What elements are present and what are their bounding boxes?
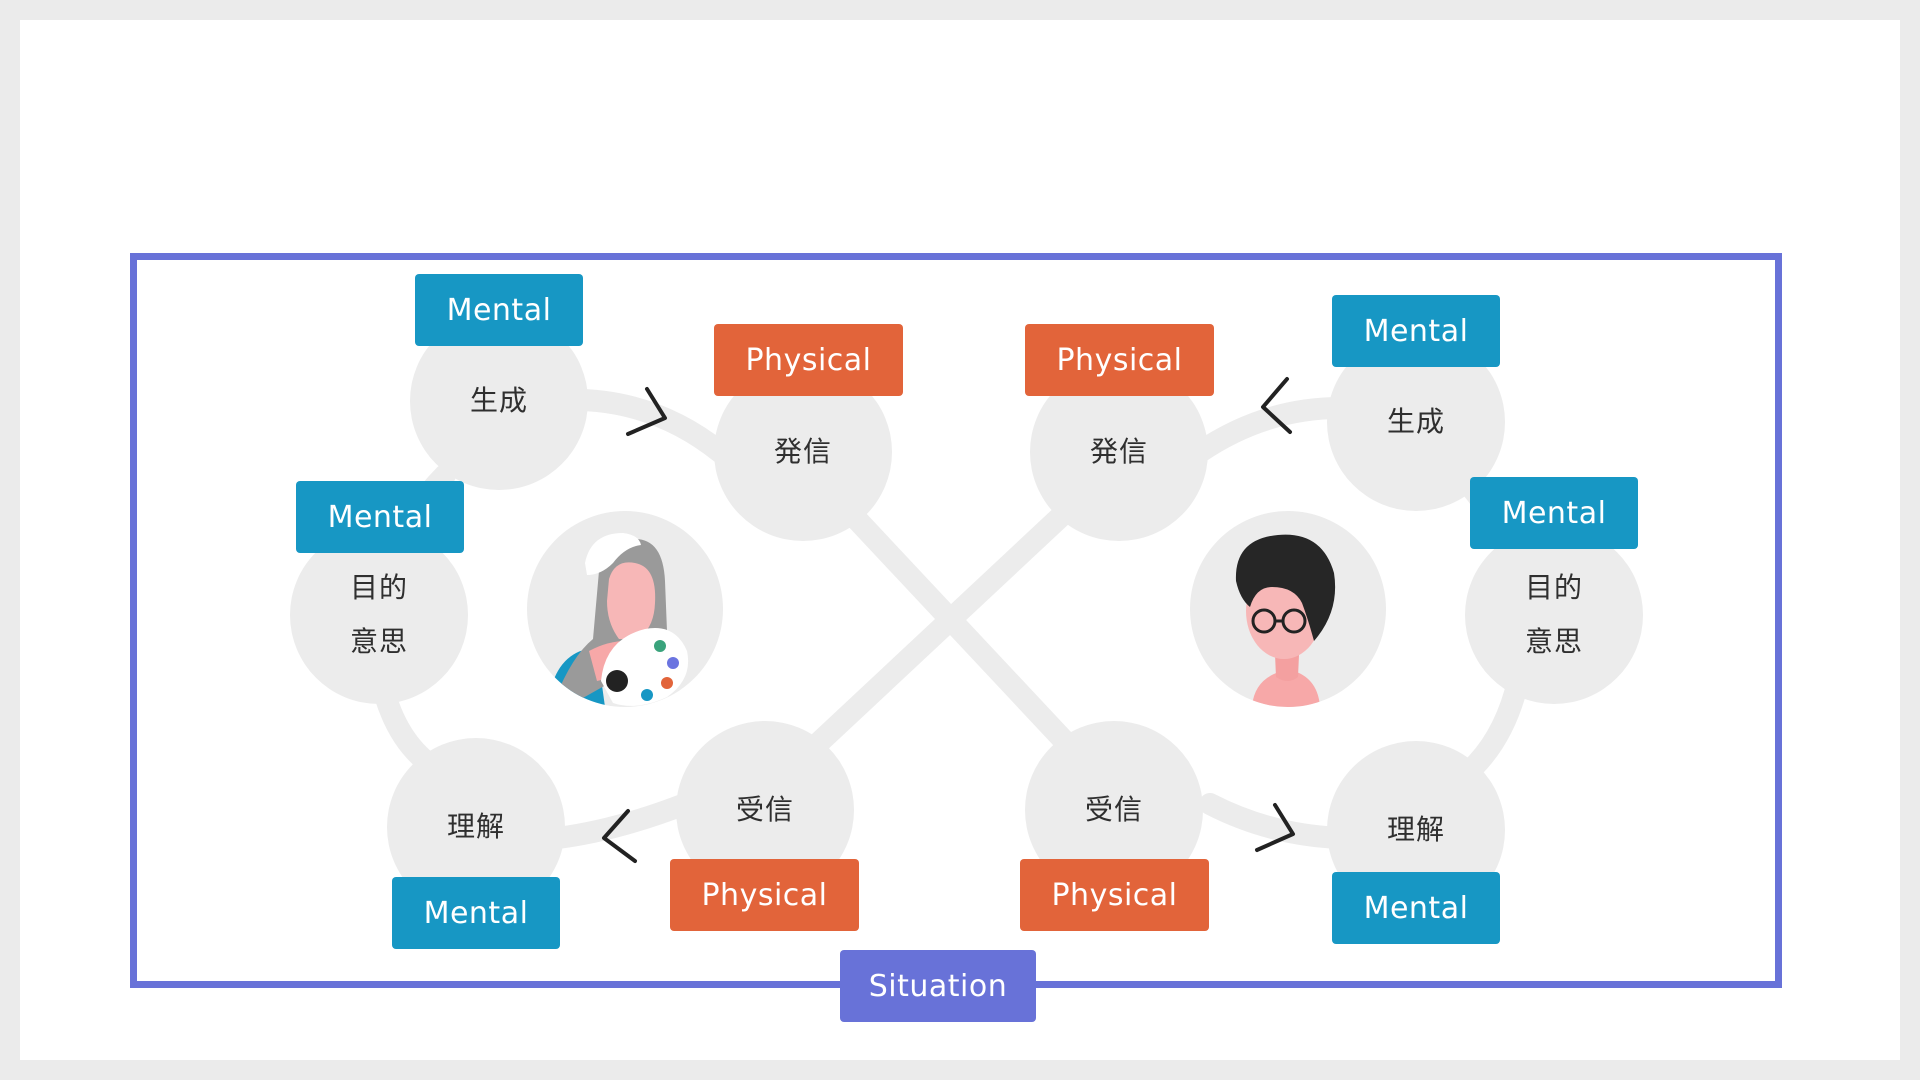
chevron-arrow-icon [1261,377,1292,434]
right-generate-mental-tag: Mental [1332,295,1500,367]
left-intent-label-line2: 意思 [349,625,408,658]
left-understand-label: 理解 [446,810,505,843]
chevron-arrow-icon [1255,803,1295,852]
right-receive-label: 受信 [1084,793,1143,826]
left-intent-mental-tag: Mental [296,481,464,553]
left-intent-label-line1: 目的 [349,571,408,604]
male-glasses-avatar-icon [1190,511,1386,707]
right-send-label: 発信 [1089,435,1148,468]
left-receive-physical-tag: Physical [670,859,859,931]
connector-right-receive-to-understand [1199,793,1351,849]
right-intent-label-line2: 意思 [1524,625,1583,658]
left-generate-mental-tag: Mental [415,274,583,346]
right-intent-mental-tag: Mental [1470,477,1638,549]
right-understand-mental-tag: Mental [1332,872,1500,944]
right-generate-label: 生成 [1386,405,1445,438]
left-understand-mental-tag: Mental [392,877,560,949]
chevron-arrow-icon [626,387,667,436]
right-send-physical-tag: Physical [1025,324,1214,396]
chevron-arrow-icon [602,809,637,863]
female-artist-avatar-icon [527,511,723,707]
connector-right-send-to-generate [1189,397,1351,463]
left-intent-node: 目的 意思 [290,526,468,704]
connector-left-understand-to-receive [547,793,696,849]
situation-label: Situation [840,950,1036,1022]
right-intent-node: 目的 意思 [1465,526,1643,704]
left-receive-label: 受信 [735,793,794,826]
right-receive-physical-tag: Physical [1020,859,1209,931]
left-send-physical-tag: Physical [714,324,903,396]
right-intent-label-line1: 目的 [1524,571,1583,604]
left-generate-label: 生成 [469,384,528,417]
left-send-label: 発信 [773,435,832,468]
right-understand-label: 理解 [1386,813,1445,846]
